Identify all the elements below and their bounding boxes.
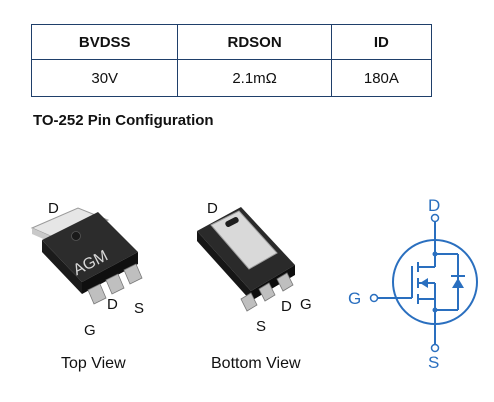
top-view-pin-drain-lead: D [107, 296, 118, 313]
spec-table: BVDSS RDSON ID 30V 2.1mΩ 180A [30, 24, 433, 97]
bottom-view-slot [225, 217, 239, 227]
top-view-pin-gate: G [84, 322, 96, 339]
section-title: TO-252 Pin Configuration [33, 112, 214, 129]
drain-terminal [430, 213, 440, 223]
value-rdson: 2.1mΩ [177, 59, 332, 97]
header-id: ID [330, 24, 433, 60]
body-diode [452, 278, 464, 288]
symbol-source-label: S [428, 353, 440, 372]
top-view-body [42, 212, 138, 282]
spec-table-header-row: BVDSS RDSON ID [30, 24, 433, 60]
header-rdson: RDSON [177, 24, 332, 60]
gate-terminal [369, 293, 379, 303]
value-id: 180A [330, 59, 433, 97]
bottom-view-pin-source: S [256, 318, 267, 335]
bottom-view-pin-drain: D [207, 200, 218, 217]
bottom-view-pin-drain-lead: D [281, 298, 292, 315]
top-view-dimple [71, 231, 81, 241]
spec-table-value-row: 30V 2.1mΩ 180A [30, 59, 433, 97]
symbol-gate-label: G [348, 289, 362, 308]
source-terminal [430, 343, 440, 353]
bottom-view-pins [240, 272, 294, 312]
symbol-drain-label: D [428, 196, 441, 215]
top-view-pins [87, 263, 143, 305]
bottom-view-pin-gate: G [300, 296, 312, 313]
top-view-pin-source: S [134, 300, 145, 317]
bottom-view-label: Bottom View [211, 355, 301, 372]
header-bvdss: BVDSS [30, 24, 179, 60]
bottom-view-package [197, 207, 295, 312]
mosfet-arrow [420, 278, 428, 288]
top-view-pin-drain: D [48, 200, 59, 217]
mosfet-symbol [369, 213, 478, 353]
top-view-label: Top View [61, 355, 126, 372]
value-bvdss: 30V [30, 59, 179, 97]
top-view-package: AGM [30, 207, 143, 305]
